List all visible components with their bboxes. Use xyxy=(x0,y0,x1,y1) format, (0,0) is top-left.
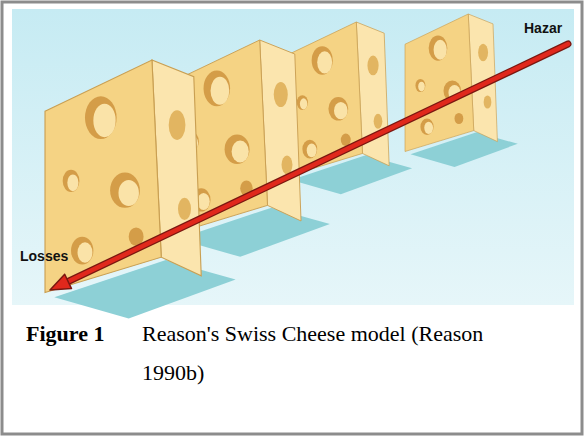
hazard-label: Hazar xyxy=(524,20,562,36)
arrow-head xyxy=(50,274,72,290)
losses-label: Losses xyxy=(20,248,68,264)
hazard-arrow-outline xyxy=(67,44,568,282)
hazard-arrow xyxy=(67,44,568,282)
cheese-slice xyxy=(405,14,518,167)
figure-caption: Reason's Swiss Cheese model (Reason 1990… xyxy=(142,314,522,392)
figure-number: Figure 1 xyxy=(26,314,104,353)
